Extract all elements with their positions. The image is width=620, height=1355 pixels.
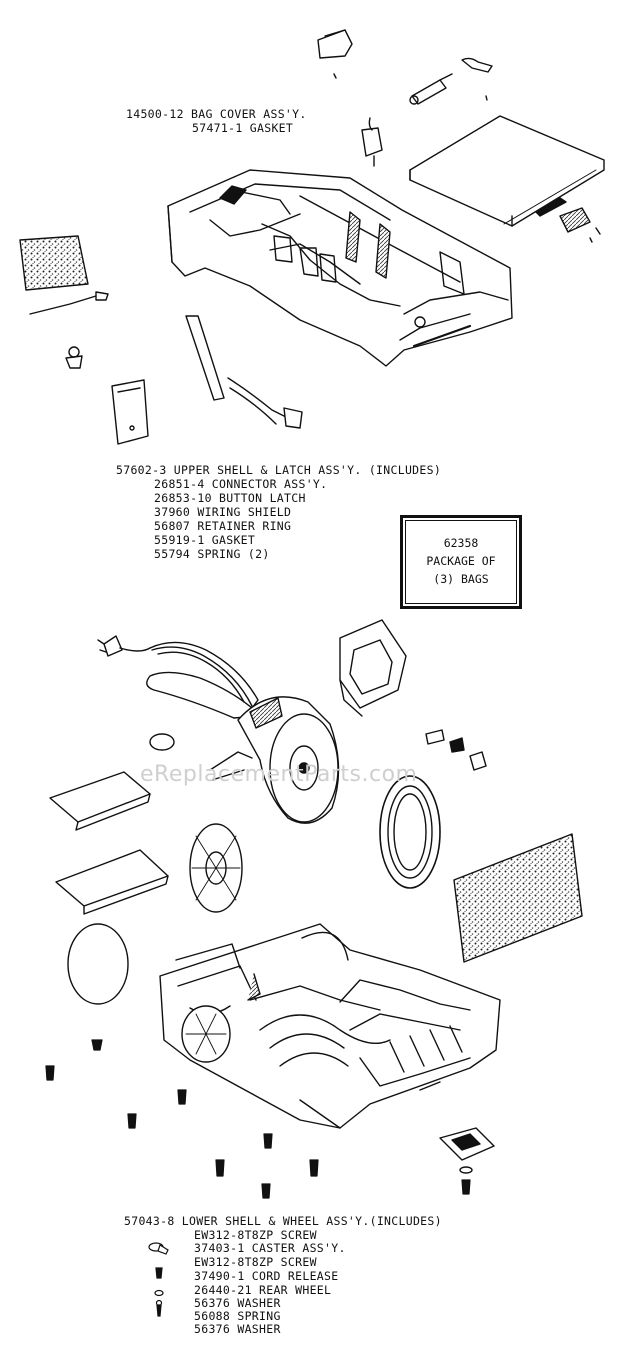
retainer-strip [185,315,225,401]
fan-wheel [189,823,243,913]
lower-shell-item: EW312-8T8ZP SCREW [194,1255,317,1269]
retainer-ring [149,733,175,751]
bag-package-line3: (3) BAGS [433,572,489,586]
lower-shell-item: 26440-21 REAR WHEEL [194,1283,332,1297]
upper-shell-title: 57602-3 UPPER SHELL & LATCH ASS'Y. (INCL… [116,463,442,477]
bag-cover-label: 14500-12 BAG COVER ASS'Y. [126,107,307,121]
filter-pad-top [19,235,89,291]
watermark: eReplacementParts.com [140,762,418,787]
lower-shell-item: EW312-8T8ZP SCREW [194,1228,317,1242]
lower-shell-item: 56376 WASHER [194,1322,281,1336]
gasket-label: 57471-1 GASKET [192,121,294,135]
lower-shell-item: 37490-1 CORD RELEASE [194,1269,339,1283]
exhaust-filter [453,833,583,963]
upper-shell-item: 26853-10 BUTTON LATCH [154,491,306,505]
motor-assembly [209,696,340,824]
bag-cover-panel [409,115,605,227]
upper-shell-item: 26851-4 CONNECTOR ASS'Y. [154,477,328,491]
clip-part [461,57,493,101]
lower-shell-title: 57043-8 LOWER SHELL & WHEEL ASS'Y.(INCLU… [124,1214,442,1228]
bag-package-part: 62358 [443,536,479,550]
small-plug [65,346,83,369]
spring-rod-part [409,73,453,105]
foam-pad-lower [55,849,169,915]
lower-shell [159,923,501,1129]
connector-part [361,117,383,167]
bag-package-box: 62358 PACKAGE OF (3) BAGS [400,515,522,609]
latch-spring-part [559,207,601,243]
bag-package-line2: PACKAGE OF [426,554,496,568]
lower-shell-item: 37403-1 CASTER ASS'Y. [194,1241,346,1255]
foam-pad-upper [49,771,151,831]
lower-shell-item: 56376 WASHER [194,1296,281,1310]
latch-button-part [317,29,353,79]
lower-shell-item: 56088 SPRING [194,1309,281,1323]
upper-shell-item: 55794 SPRING (2) [154,547,270,561]
caster-assembly [439,1127,495,1174]
bag-gasket-square [339,619,407,717]
wire-lead [29,291,109,315]
wiring-shield-bracket [111,379,149,445]
upper-shell-item: 37960 WIRING SHIELD [154,505,292,519]
upper-shell [167,169,513,367]
connector-fittings [425,729,487,771]
legend-icons [148,1242,169,1317]
round-filter-disc [67,923,129,1005]
upper-shell-item: 55919-1 GASKET [154,533,256,547]
screws [45,1039,471,1199]
cord-lead [227,377,303,429]
ring-gasket [379,775,441,889]
upper-shell-item: 56807 RETAINER RING [154,519,292,533]
